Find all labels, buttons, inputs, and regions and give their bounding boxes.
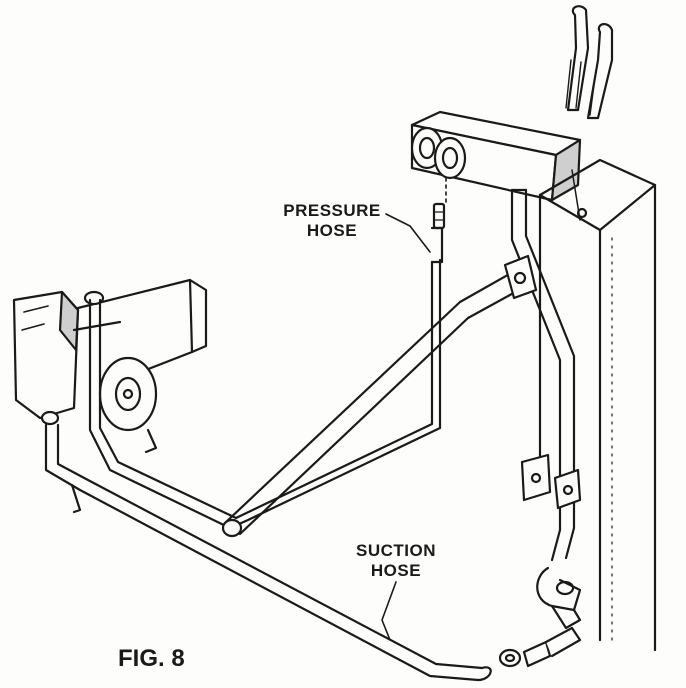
suction-hose (44, 423, 492, 682)
frame-tube (510, 188, 576, 562)
mounting-panel (538, 158, 657, 652)
pressure-label-line1: PRESSURE (283, 201, 381, 220)
pressure-hose-label: PRESSURE HOSE (262, 201, 402, 240)
suction-leader-line (381, 581, 397, 641)
suction-hose-label: SUCTION HOSE (326, 541, 466, 580)
control-valve-block (410, 110, 582, 203)
suction-label-line1: SUCTION (356, 541, 436, 560)
support-strut (221, 254, 538, 538)
frame-brackets (520, 453, 582, 510)
pressure-leader-line (385, 213, 431, 253)
figure-caption: FIG. 8 (118, 645, 185, 672)
pump-assembly (12, 278, 208, 514)
pressure-label-line2: HOSE (306, 220, 358, 240)
suction-fittings (498, 566, 582, 668)
suction-label-line2: HOSE (370, 560, 422, 580)
control-levers (565, 5, 614, 120)
